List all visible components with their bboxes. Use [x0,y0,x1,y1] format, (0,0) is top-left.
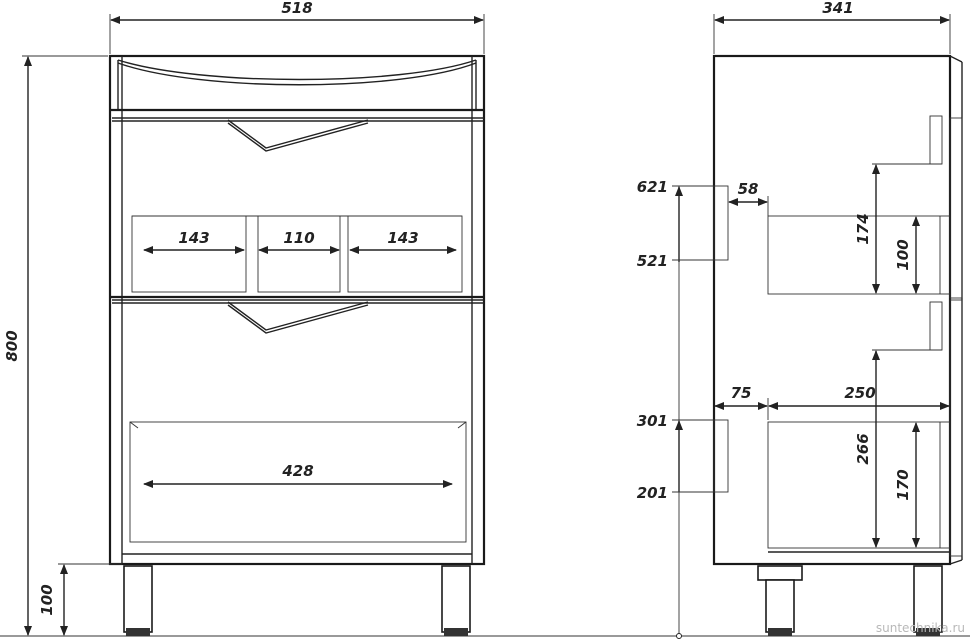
dim-top-drawer-heights: 174 100 [854,164,920,294]
label-level-201: 201 [637,484,668,502]
dim-offset-58: 58 [728,180,768,206]
label-height-800: 800 [3,330,21,361]
front-leg-left [123,565,153,633]
watermark: suntechnika.ru [876,621,965,635]
label-leg-100: 100 [38,584,56,615]
front-leg-right [441,565,471,633]
side-bottom-drawer-front [949,299,963,557]
side-top-drawer [767,115,951,295]
bottom-drawer [112,299,484,555]
top-drawer [110,117,484,299]
side-view: 341 621 521 301 201 58 75 [637,0,963,639]
organizer-box-3 [347,215,463,293]
dim-offset-75-250: 75 250 [714,384,950,420]
dim-height-800: 800 [3,55,108,636]
label-section-110: 110 [283,229,314,247]
label-width-518: 518 [281,0,312,17]
label-level-621: 621 [637,178,668,196]
side-leg-front [913,565,943,633]
bottom-drawer-box [129,421,467,543]
label-height-170: 170 [894,469,912,500]
label-level-301: 301 [637,412,668,430]
side-top-drawer-front [949,117,963,299]
dim-organizer-widths: 143 110 143 [143,229,457,254]
dim-depth-341: 341 [713,0,951,54]
dim-leg-100: 100 [38,563,122,636]
label-section-143-left: 143 [178,229,209,247]
side-cabinet-body [712,54,952,566]
lower-mount-bracket [713,419,729,493]
dim-width-518: 518 [109,0,485,54]
side-leg-back [765,579,795,633]
side-legs [757,565,943,636]
side-bottom-drawer [767,301,951,553]
level-marks: 621 521 301 201 [637,178,714,502]
label-offset-58: 58 [738,180,759,198]
label-section-143-right: 143 [387,229,418,247]
dim-bottom-drawer-heights: 266 170 [854,350,920,548]
label-depth-250: 250 [844,384,875,402]
front-leg-right-foot [444,628,468,636]
organizer-box-1 [131,215,247,293]
upper-mount-bracket [713,185,729,261]
label-bottom-428: 428 [281,462,313,480]
organizer-box-2 [257,215,341,293]
front-cabinet-body [108,54,486,566]
dim-bottom-428: 428 [143,462,453,488]
label-offset-75: 75 [731,384,752,402]
label-height-100: 100 [894,239,912,270]
side-leg-back-cap [757,565,803,581]
label-level-521: 521 [637,252,668,270]
label-height-266: 266 [854,433,872,464]
label-height-174: 174 [854,213,872,244]
front-legs [123,565,471,636]
front-basin [110,59,484,112]
label-depth-341: 341 [822,0,853,17]
front-leg-left-foot [126,628,150,636]
